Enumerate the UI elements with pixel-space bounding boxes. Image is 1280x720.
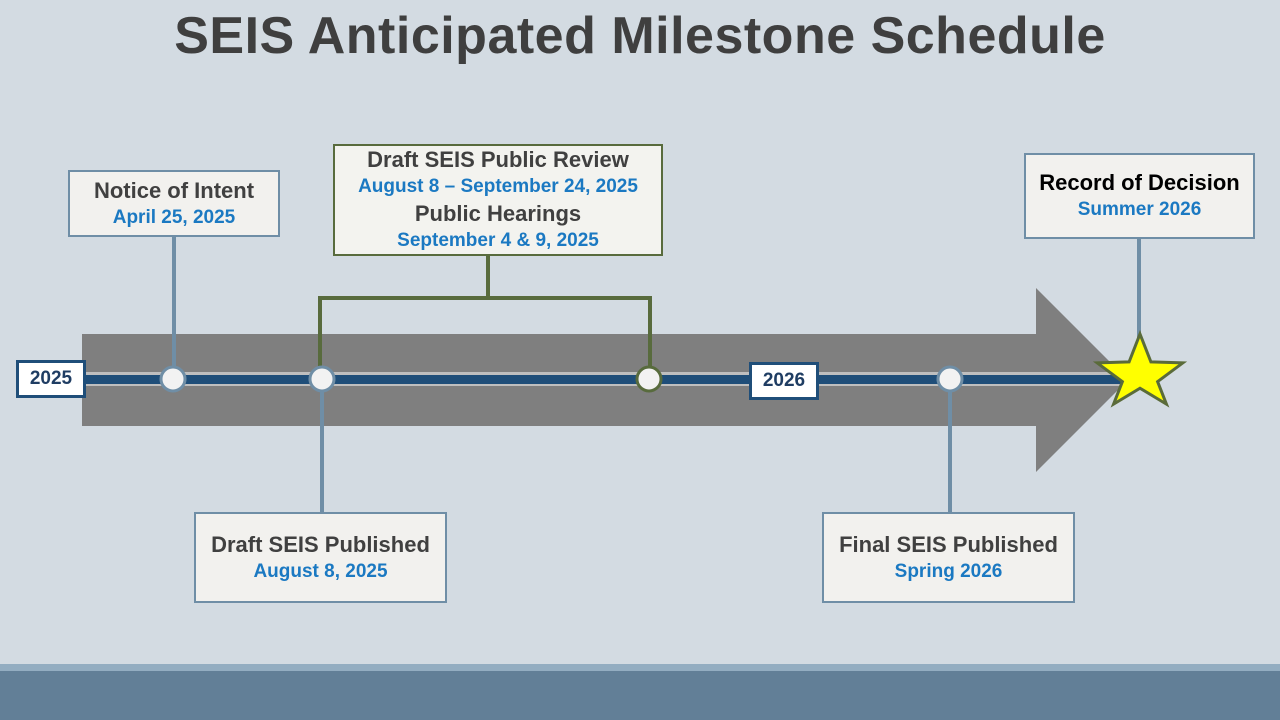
milestone-date: Summer 2026 [1077,199,1202,220]
footer-bar [0,664,1280,720]
milestone-marker-review-end [635,365,663,393]
milestone-marker-notice-of-intent [159,365,187,393]
milestone-subheading: Public Hearings [414,201,582,226]
milestone-heading: Draft SEIS Published [211,531,430,557]
milestone-notice-of-intent: Notice of Intent April 25, 2025 [68,170,280,237]
milestone-subdate: September 4 & 9, 2025 [397,230,599,251]
milestone-record-of-decision: Record of Decision Summer 2026 [1024,153,1255,239]
milestone-marker-draft-published [308,365,336,393]
milestone-draft-published: Draft SEIS Published August 8, 2025 [194,512,447,603]
milestone-heading: Draft SEIS Public Review [367,147,629,172]
milestone-marker-final-published [936,365,964,393]
milestone-heading: Final SEIS Published [839,531,1058,557]
timeline-track [40,375,1130,384]
review-period-bracket [318,296,652,368]
milestone-date: Spring 2026 [894,560,1003,582]
milestone-date: August 8 – September 24, 2025 [358,176,638,197]
milestone-heading: Record of Decision [1039,170,1240,195]
milestone-public-review: Draft SEIS Public Review August 8 – Sept… [333,144,663,256]
star-icon [1092,329,1188,408]
page-title: SEIS Anticipated Milestone Schedule [174,7,1106,65]
year-badge-2025: 2025 [16,360,86,398]
milestone-date: April 25, 2025 [112,206,236,228]
milestone-date: August 8, 2025 [253,560,388,582]
year-badge-2026: 2026 [749,362,819,400]
milestone-final-published: Final SEIS Published Spring 2026 [822,512,1075,603]
milestone-heading: Notice of Intent [93,177,255,203]
